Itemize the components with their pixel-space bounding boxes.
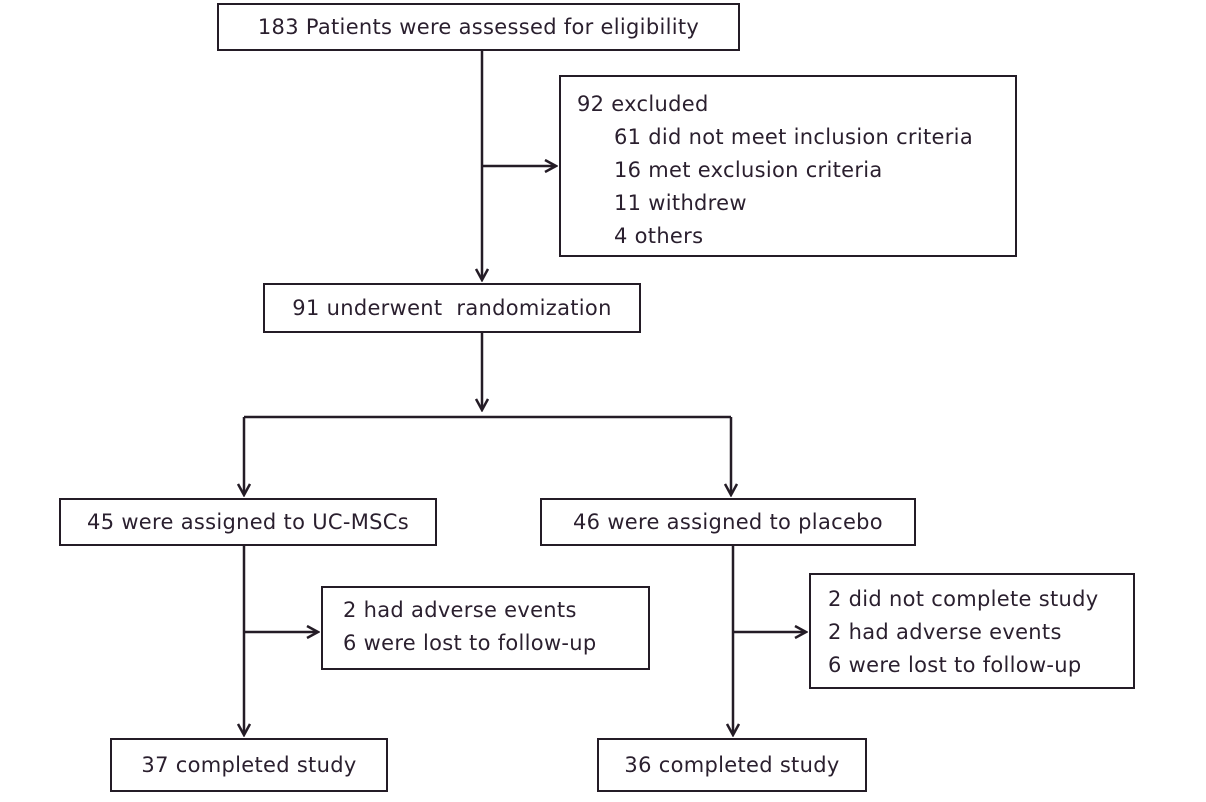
ucmsc-completed-text: 37 completed study [141, 752, 357, 777]
excluded-reason: 16 met exclusion criteria [614, 158, 883, 182]
excluded-box: 92 excluded 61 did not meet inclusion cr… [559, 75, 1017, 257]
excluded-reason: 4 others [614, 224, 704, 248]
randomization-text: 91 underwent randomization [292, 295, 612, 320]
ucmsc-losses-box: 2 had adverse events 6 were lost to foll… [321, 586, 650, 670]
excluded-title: 92 excluded [577, 92, 709, 116]
excluded-reason: 11 withdrew [614, 191, 747, 215]
assessed-text: 183 Patients were assessed for eligibili… [257, 14, 700, 39]
excluded-reason: 61 did not meet inclusion criteria [614, 125, 973, 149]
ucmsc-loss-item: 6 were lost to follow-up [343, 631, 597, 655]
placebo-loss-item: 2 did not complete study [828, 587, 1099, 611]
placebo-losses-box: 2 did not complete study 2 had adverse e… [809, 573, 1135, 689]
ucmsc-assigned-box: 45 were assigned to UC-MSCs [59, 498, 437, 546]
placebo-loss-item: 2 had adverse events [828, 620, 1062, 644]
ucmsc-assigned-text: 45 were assigned to UC-MSCs [87, 509, 409, 534]
ucmsc-completed-box: 37 completed study [110, 738, 388, 792]
placebo-assigned-text: 46 were assigned to placebo [573, 509, 883, 534]
ucmsc-loss-item: 2 had adverse events [343, 598, 577, 622]
placebo-loss-item: 6 were lost to follow-up [828, 653, 1082, 677]
placebo-assigned-box: 46 were assigned to placebo [540, 498, 916, 546]
placebo-completed-text: 36 completed study [624, 752, 840, 777]
randomization-box: 91 underwent randomization [263, 283, 641, 333]
placebo-completed-box: 36 completed study [597, 738, 867, 792]
assessed-box: 183 Patients were assessed for eligibili… [217, 3, 740, 51]
